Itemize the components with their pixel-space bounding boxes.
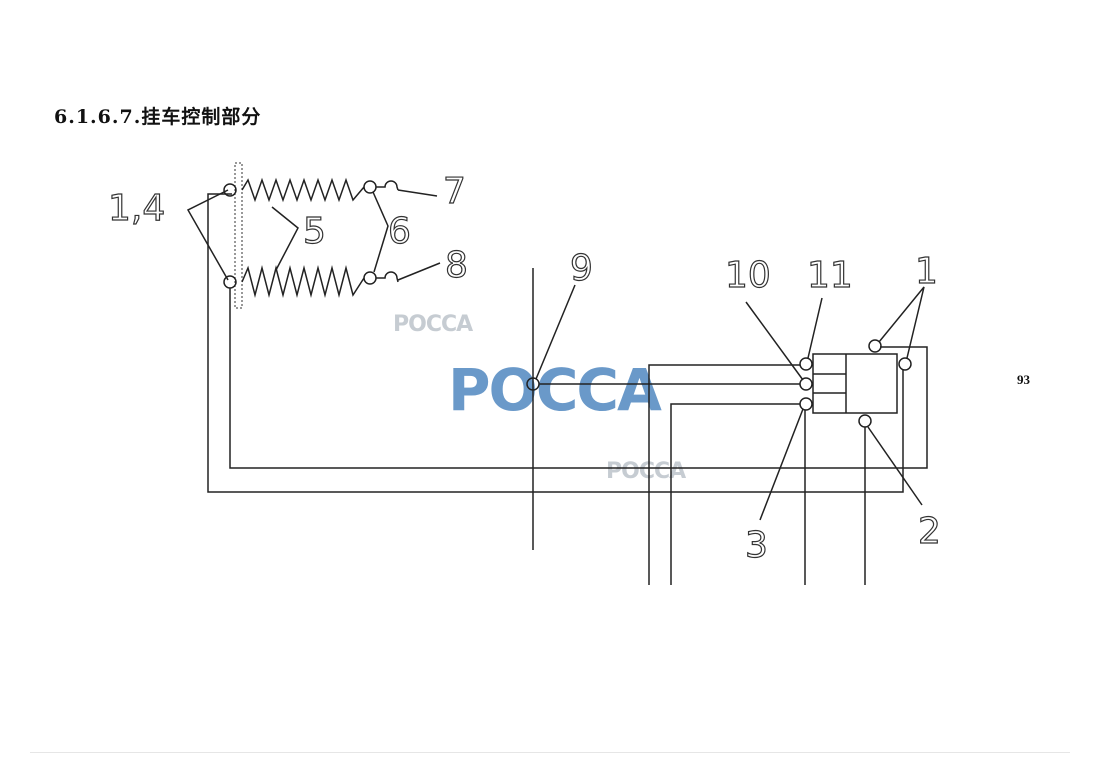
leader-10 [745,301,804,381]
wire-port-11 [648,364,800,585]
coupling-head-top [223,183,237,197]
hose-top [241,177,365,203]
watermark-logo: POCCA [448,356,662,424]
label-6: 6 [388,211,411,252]
leader-1-4 [186,189,229,281]
label-10: 10 [725,255,771,296]
leader-6 [372,191,389,273]
section-title: 6.1.6.7.挂车控制部分 [54,106,262,128]
coupling-head-bottom [223,275,237,289]
watermark-small-2: POCCA [606,459,686,484]
coupling-separator [234,162,243,309]
hose-bottom [241,265,365,298]
leader-7 [397,189,438,197]
label-8: 8 [445,245,468,286]
leader-8 [397,262,441,281]
trailer-control-valve [812,353,898,414]
label-9: 9 [570,248,593,289]
label-1-4: 1,4 [108,188,165,229]
hose-end-bottom [363,271,377,285]
leader-9 [535,284,576,380]
watermark-small-1: POCCA [393,312,473,337]
port-10 [799,377,813,391]
port-1a [868,339,882,353]
label-11: 11 [807,255,853,296]
wire-control-line [207,193,904,493]
port-1b [898,357,912,371]
port-11 [799,357,813,371]
label-2: 2 [918,511,941,552]
label-1: 1 [915,251,938,292]
connector-bottom [376,271,399,283]
label-7: 7 [443,171,466,212]
leader-1 [878,286,925,359]
wire-supply-line [229,288,928,469]
page-number: 93 [1017,372,1030,387]
label-5: 5 [303,211,326,252]
page-edge [30,752,1070,753]
port-3 [799,397,813,411]
wire-port-3 [670,403,800,585]
hose-end-top [363,180,377,194]
leader-5 [271,206,299,271]
connector-top [376,180,399,191]
port-2 [858,414,872,428]
leader-2 [867,426,923,506]
leader-3 [759,408,804,521]
label-3: 3 [745,525,768,566]
leader-11 [807,297,823,359]
